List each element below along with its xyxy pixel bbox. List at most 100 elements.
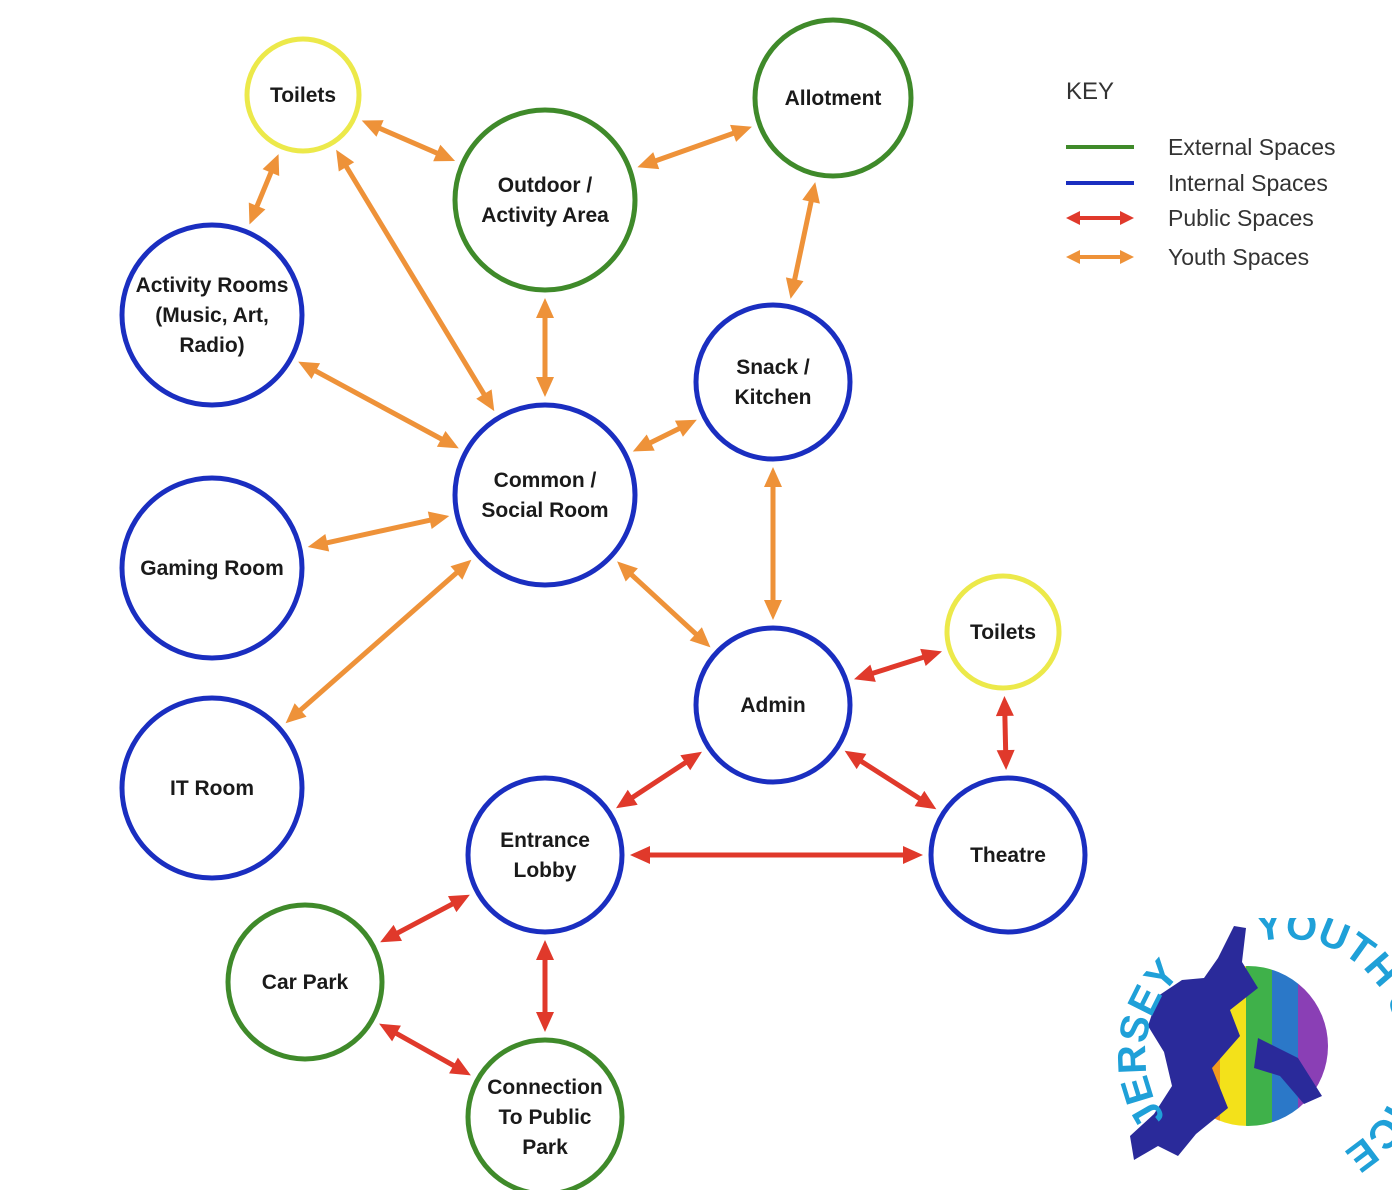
arrowhead <box>536 377 554 397</box>
arrowhead <box>380 924 403 943</box>
edge-admin-toilets_right <box>854 648 942 682</box>
arrowhead <box>248 202 266 225</box>
key-item: Public Spaces <box>1066 203 1386 233</box>
key-item-label: External Spaces <box>1168 134 1336 160</box>
arrowhead <box>630 846 650 864</box>
arrowhead <box>996 749 1015 771</box>
node-label: (Music, Art, <box>155 304 269 327</box>
edge-line <box>626 757 692 803</box>
node-toilets-top: Toilets <box>244 36 362 154</box>
arrowhead <box>785 277 804 299</box>
edge-line <box>1002 709 1009 757</box>
node-toilets-right: Toilets <box>944 573 1062 691</box>
edge-line <box>644 423 686 448</box>
node-label: Gaming Room <box>140 557 284 580</box>
key-line-swatch <box>1066 145 1134 149</box>
arrowhead <box>336 149 355 172</box>
node-circle <box>928 775 1088 935</box>
node-label: Connection <box>487 1076 603 1099</box>
node-label: Kitchen <box>734 386 811 409</box>
node-car-park: Car Park <box>225 902 385 1062</box>
edge-outdoor-allotment <box>637 124 752 170</box>
edge-gaming-common <box>307 511 450 552</box>
node-admin: Admin <box>693 625 853 785</box>
arrowhead <box>361 120 384 137</box>
node-circle <box>225 902 385 1062</box>
node-circle <box>244 36 362 154</box>
edge-line <box>294 567 463 716</box>
arrowhead <box>903 846 923 864</box>
arrowhead <box>379 1023 401 1042</box>
node-label: To Public <box>499 1106 592 1129</box>
edge-snack-admin <box>764 467 782 620</box>
arrowhead <box>632 434 655 452</box>
key-line-swatch <box>1066 181 1134 185</box>
node-circle <box>693 302 853 462</box>
key-arrow-swatch <box>1066 211 1134 225</box>
node-label: Allotment <box>785 87 882 110</box>
edge-toilets_right-theatre <box>995 695 1015 771</box>
node-circle <box>693 625 853 785</box>
arrowhead <box>616 789 638 809</box>
arrowhead <box>450 559 472 580</box>
edge-line <box>390 1028 460 1071</box>
arrowhead <box>854 664 876 682</box>
node-circle <box>465 775 625 935</box>
edge-line <box>866 653 930 678</box>
node-circle <box>752 17 914 179</box>
node-gaming: Gaming Room <box>119 475 305 661</box>
arrowhead <box>914 790 937 810</box>
arrowhead <box>447 894 470 913</box>
arrowhead <box>298 361 321 380</box>
arrowhead <box>730 124 752 142</box>
arrowhead <box>433 144 456 162</box>
edge-outdoor-common <box>536 298 554 397</box>
node-circle <box>452 107 638 293</box>
edge-admin-entrance <box>616 751 702 809</box>
node-circle <box>119 475 305 661</box>
edge-entrance-theatre <box>630 846 923 864</box>
node-common: Common /Social Room <box>452 402 638 588</box>
node-label: Toilets <box>970 621 1036 644</box>
key-title: KEY <box>1066 78 1115 105</box>
arrowhead <box>844 750 867 770</box>
edge-snack-common <box>632 419 697 452</box>
node-circle <box>452 402 638 588</box>
arrowhead <box>427 511 450 530</box>
logo-figure-leg <box>1254 1038 1322 1104</box>
node-label: Activity Rooms <box>136 274 289 297</box>
node-label: Social Room <box>481 499 608 522</box>
node-theatre: Theatre <box>928 775 1088 935</box>
arrowhead <box>307 533 330 552</box>
node-label: Toilets <box>270 84 336 107</box>
node-circle <box>119 222 305 408</box>
arrowhead <box>436 430 459 449</box>
node-allotment: Allotment <box>752 17 914 179</box>
edge-activity_rooms-common <box>298 361 459 449</box>
node-label: Radio) <box>179 334 244 357</box>
arrowhead <box>536 940 554 960</box>
node-it-room: IT Room <box>119 695 305 881</box>
edge-line <box>252 166 276 213</box>
edge-entrance-car_park <box>380 894 470 943</box>
edge-line <box>391 899 459 938</box>
arrowhead <box>920 648 942 666</box>
key-arrow-swatch <box>1066 250 1134 264</box>
node-label: Admin <box>740 694 805 717</box>
edge-common-admin <box>617 561 711 648</box>
node-label: Theatre <box>970 844 1046 867</box>
arrowhead <box>764 467 782 487</box>
arrowhead <box>536 298 554 318</box>
key-item-label: Internal Spaces <box>1168 170 1328 196</box>
node-label: Outdoor / <box>498 174 593 197</box>
node-circle <box>465 1037 625 1190</box>
edge-car_park-connection <box>379 1023 471 1076</box>
edge-toilets_top-outdoor <box>361 120 456 162</box>
edge-allotment-snack <box>785 182 820 299</box>
edge-line <box>625 569 702 640</box>
edge-line <box>309 366 448 444</box>
edge-entrance-connection <box>536 940 554 1032</box>
